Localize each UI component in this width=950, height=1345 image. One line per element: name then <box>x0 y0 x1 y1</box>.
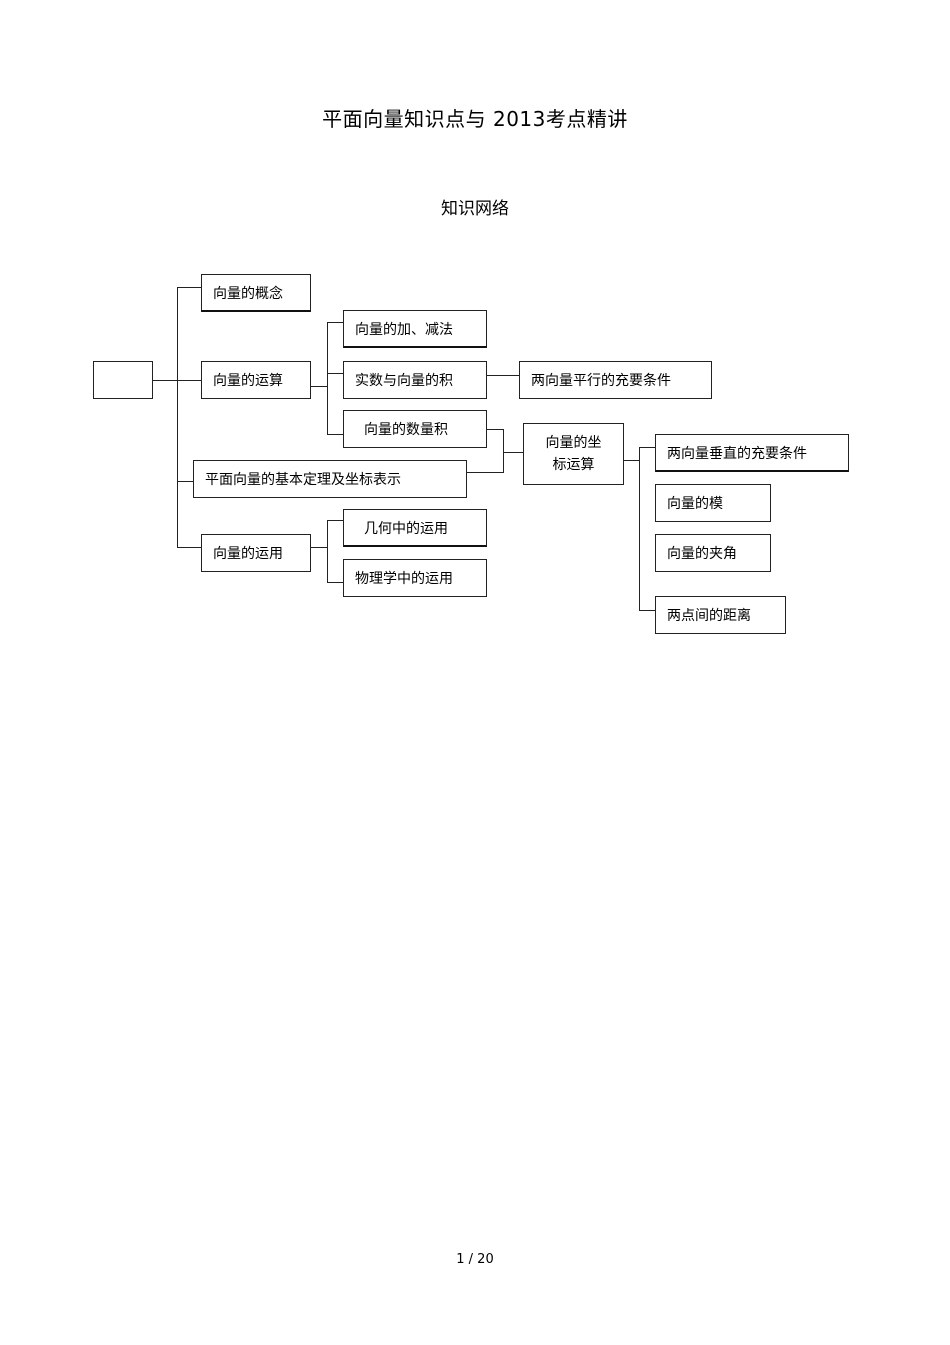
connector-line <box>177 547 201 548</box>
node-scalar-mult: 实数与向量的积 <box>343 361 487 399</box>
connector-line <box>639 610 655 611</box>
connector-line <box>177 481 193 482</box>
node-coordinate-operation: 向量的坐标运算 <box>523 423 624 485</box>
node-concept: 向量的概念 <box>201 274 311 312</box>
node-magnitude: 向量的模 <box>655 484 771 522</box>
connector-line <box>503 429 504 472</box>
connector-line <box>327 582 343 583</box>
node-angle: 向量的夹角 <box>655 534 771 572</box>
node-geometry-application: 几何中的运用 <box>343 509 487 547</box>
section-subtitle: 知识网络 <box>441 199 509 219</box>
connector-line <box>177 287 201 288</box>
node-distance: 两点间的距离 <box>655 596 786 634</box>
connector-line <box>624 460 640 461</box>
node-parallel-condition: 两向量平行的充要条件 <box>519 361 712 399</box>
node-operation: 向量的运算 <box>201 361 311 399</box>
connector-line <box>327 373 343 374</box>
connector-line <box>639 447 640 611</box>
page-title: 平面向量知识点与 2013考点精讲 <box>322 107 628 131</box>
node-perpendicular-condition: 两向量垂直的充要条件 <box>655 434 849 472</box>
connector-line <box>327 520 328 583</box>
connector-line <box>311 386 328 387</box>
connector-line <box>177 287 178 548</box>
page-number: 1 / 20 <box>456 1252 494 1267</box>
connector-line <box>639 447 655 448</box>
node-add-sub: 向量的加、减法 <box>343 310 487 348</box>
node-physics-application: 物理学中的运用 <box>343 559 487 597</box>
node-basic-theorem: 平面向量的基本定理及坐标表示 <box>193 460 467 498</box>
node-coordinate-operation-label: 向量的坐标运算 <box>545 435 602 473</box>
connector-line <box>327 520 343 521</box>
connector-line <box>327 322 343 323</box>
root-node <box>93 361 153 399</box>
node-application: 向量的运用 <box>201 534 311 572</box>
connector-line <box>327 434 343 435</box>
connector-line <box>311 547 328 548</box>
node-dot-product: 向量的数量积 <box>343 410 487 448</box>
connector-line <box>327 322 328 435</box>
connector-line <box>487 429 504 430</box>
connector-line <box>487 375 519 376</box>
connector-line <box>467 472 504 473</box>
connector-line <box>503 452 523 453</box>
